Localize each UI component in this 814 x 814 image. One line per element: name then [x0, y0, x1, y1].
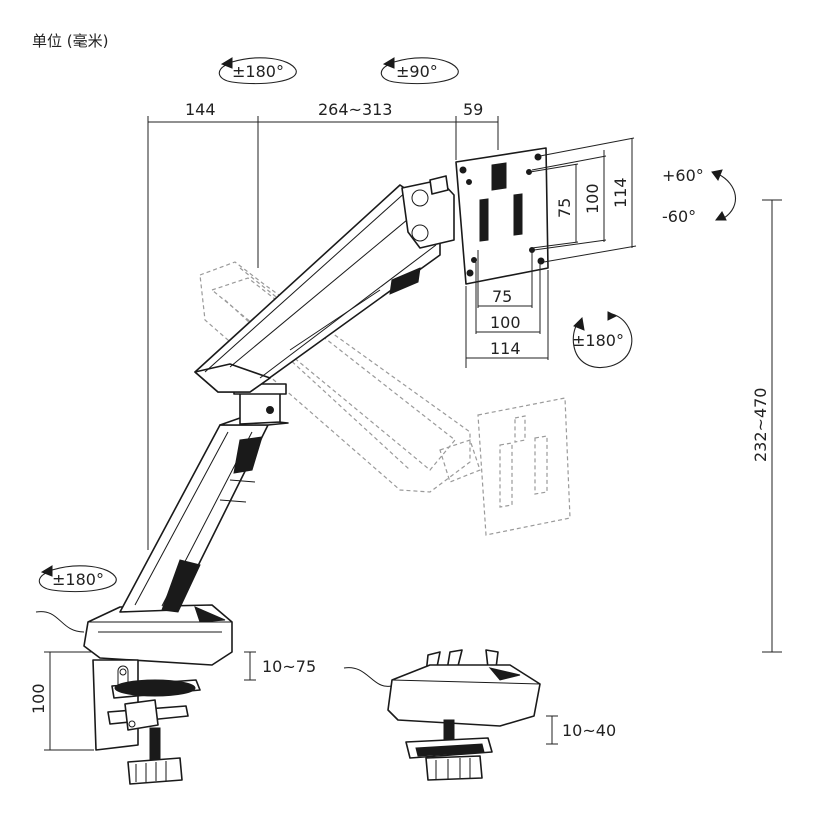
dim-grommet-thickness: 10~40 [562, 721, 616, 740]
dim-vesa-h-100: 100 [490, 313, 521, 332]
rotation-head-swivel-label: ±90° [396, 62, 438, 81]
unit-label: 单位 (毫米) [32, 32, 108, 50]
dim-clamp-thickness: 10~75 [262, 657, 316, 676]
rotation-base-label: ±180° [52, 570, 104, 589]
dim-vesa-h-114: 114 [490, 339, 521, 358]
tilt-head [401, 175, 455, 249]
vesa-horizontal-dims: 75 100 114 [465, 250, 549, 368]
rotation-head-swivel-90: ±90° [380, 57, 459, 84]
tilt-indicator: +60° -60° [662, 166, 737, 226]
rotation-screen-180: ±180° [572, 311, 633, 368]
vesa-plate [455, 147, 549, 285]
tilt-down-label: -60° [662, 207, 696, 226]
power-cable-2 [343, 667, 393, 687]
clamp-thickness-dimension: 10~75 [244, 651, 316, 681]
dim-height-range: 232~470 [751, 388, 770, 462]
rotation-head-swivel-180: ±180° [218, 57, 297, 84]
dim-clamp-height: 100 [29, 683, 48, 714]
rotation-base-180: ±180° [38, 565, 117, 592]
desk-clamp [92, 659, 201, 785]
desk-base [83, 604, 233, 666]
vesa-vertical-dims: 75 100 114 [529, 137, 637, 263]
reach-dimension: 144 264~313 59 [147, 100, 499, 550]
rotation-arm-joint-label: ±180° [232, 62, 284, 81]
height-dimension: 232~470 [751, 199, 782, 653]
elbow-joint [233, 383, 287, 425]
dim-reach-2: 264~313 [318, 100, 392, 119]
dim-vesa-v-100: 100 [583, 183, 602, 214]
grommet-thickness-dimension: 10~40 [546, 715, 616, 745]
rotation-screen-label: ±180° [572, 331, 624, 350]
power-cable [35, 611, 85, 633]
dim-reach-3: 59 [463, 100, 483, 119]
grommet-base [387, 649, 541, 781]
dim-reach-1: 144 [185, 100, 216, 119]
clamp-height-dimension: 100 [29, 651, 94, 751]
tilt-up-label: +60° [662, 166, 704, 185]
dim-vesa-v-114: 114 [611, 177, 630, 208]
dim-vesa-h-75: 75 [492, 287, 512, 306]
upper-arm [194, 184, 441, 393]
lower-arm [119, 417, 289, 613]
dim-vesa-v-75: 75 [555, 198, 574, 218]
